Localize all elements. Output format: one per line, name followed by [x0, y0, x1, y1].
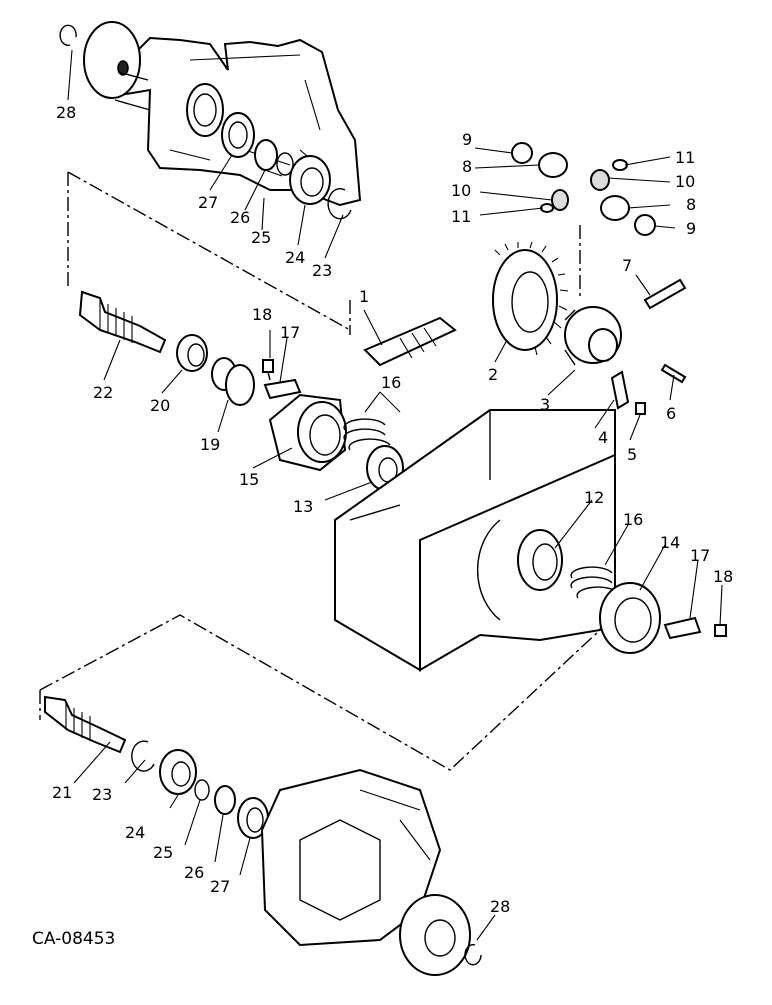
callout-6: 6	[666, 404, 676, 423]
shaft-1	[363, 316, 457, 367]
callout-20: 20	[150, 396, 170, 415]
lower-housing	[260, 768, 471, 976]
oring-25-bottom	[194, 779, 210, 801]
callout-8-right: 8	[686, 195, 696, 214]
callout-4: 4	[598, 428, 608, 447]
callout-25-bottom: 25	[153, 843, 173, 862]
callout-16-right: 16	[623, 510, 643, 529]
diff-gears	[511, 142, 656, 236]
callout-23-top: 23	[312, 261, 332, 280]
callout-9-right: 9	[686, 219, 696, 238]
callout-8-top: 8	[462, 157, 472, 176]
callout-11-left: 11	[451, 207, 471, 226]
retaining-ring-28-top	[59, 24, 77, 46]
retainer-14	[599, 582, 661, 654]
callout-28-top: 28	[56, 103, 76, 122]
differential-case-3	[564, 306, 622, 366]
ring-gear-2	[492, 241, 569, 356]
callout-22: 22	[93, 383, 113, 402]
callout-12: 12	[584, 488, 604, 507]
callout-1: 1	[359, 287, 369, 306]
callout-23-bottom: 23	[92, 785, 112, 804]
pin-6	[660, 363, 687, 384]
callout-21: 21	[52, 783, 72, 802]
callout-14: 14	[660, 533, 680, 552]
callout-2: 2	[488, 365, 498, 384]
seal-19	[211, 357, 255, 406]
callout-15: 15	[239, 470, 259, 489]
callout-19: 19	[200, 435, 220, 454]
drawing-code: CA-08453	[32, 929, 115, 949]
callout-26-bottom: 26	[184, 863, 204, 882]
bearing-27-top	[221, 112, 255, 158]
callout-17-right: 17	[690, 546, 710, 565]
callout-25-top: 25	[251, 228, 271, 247]
snap-ring-23-bottom	[131, 740, 155, 772]
pinion-shaft-21	[44, 695, 127, 754]
lock-plate-17-left	[263, 378, 302, 400]
race-26-bottom	[214, 785, 236, 815]
bearing-24-bottom	[159, 749, 197, 795]
callout-labels: 28 27 26 25 24 23 22 20 19 18 17 16 15 1…	[32, 103, 733, 949]
pin-7	[643, 278, 687, 310]
callout-7: 7	[622, 256, 632, 275]
retaining-ring-28-bottom	[464, 943, 482, 966]
shims-16-left	[343, 418, 391, 451]
bearing-27-bottom	[237, 797, 269, 839]
callout-10-left: 10	[451, 181, 471, 200]
lock-plate-17-right	[663, 616, 702, 640]
callout-11-right: 11	[675, 148, 695, 167]
callout-27-top: 27	[198, 193, 218, 212]
callout-13: 13	[293, 497, 313, 516]
bearing-24-top	[289, 155, 331, 205]
race-26-top	[254, 139, 278, 171]
callout-18-right: 18	[713, 567, 733, 586]
callout-3: 3	[540, 395, 550, 414]
callout-10-right: 10	[675, 172, 695, 191]
leader-lines	[67, 49, 723, 941]
lock-plate-4	[610, 370, 630, 410]
callout-24-bottom: 24	[125, 823, 145, 842]
bearing-20	[176, 334, 208, 372]
callout-26-top: 26	[230, 208, 250, 227]
bolt-5	[635, 402, 646, 415]
bolt-18-right	[714, 624, 727, 637]
callout-28-bottom: 28	[490, 897, 510, 916]
callout-24-top: 24	[285, 248, 305, 267]
gearbox-housing	[334, 409, 616, 672]
snap-ring-23-top	[327, 188, 352, 220]
retainer-15	[268, 393, 347, 472]
callout-9-top: 9	[462, 130, 472, 149]
callout-5: 5	[627, 445, 637, 464]
callout-16-left: 16	[381, 373, 401, 392]
callout-18-left: 18	[252, 305, 272, 324]
bolt-18-left	[262, 359, 274, 381]
callout-27-bottom: 27	[210, 877, 230, 896]
oring-25-top	[276, 152, 294, 176]
pinion-shaft-22	[78, 290, 167, 354]
callout-17-left: 17	[280, 323, 300, 342]
